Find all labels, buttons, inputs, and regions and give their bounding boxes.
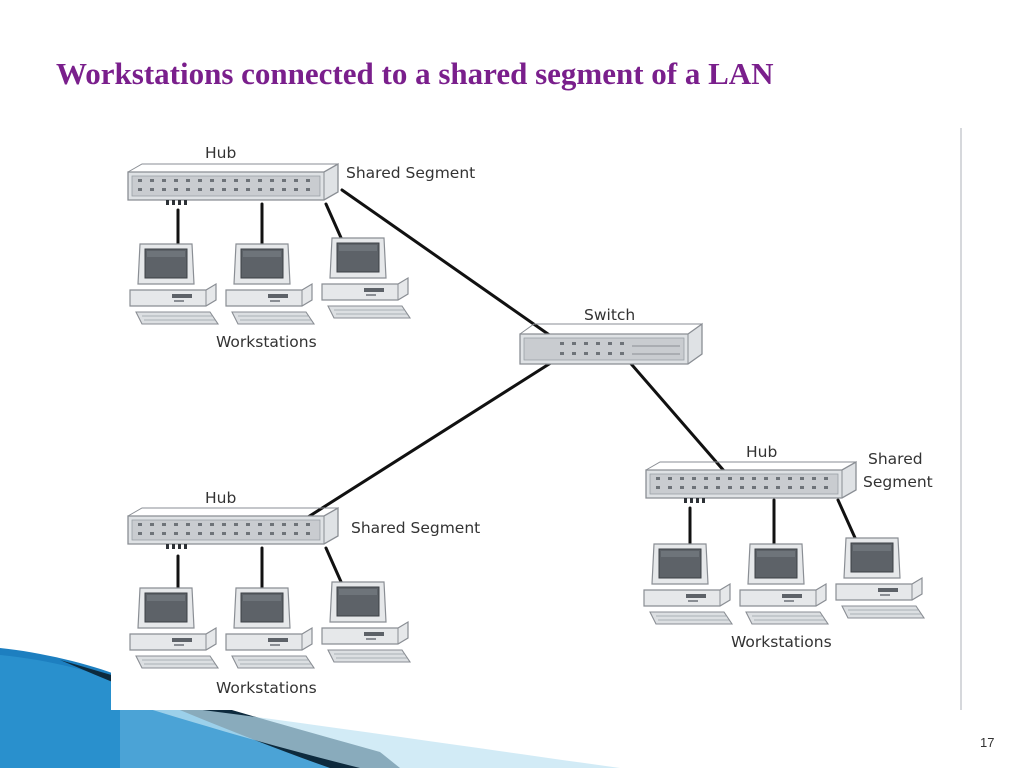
hub-label-top-left: Hub: [205, 144, 236, 162]
cable-top-hub-ws3: [324, 202, 344, 242]
workstations-label-right: Workstations: [731, 633, 832, 651]
cable-switch-to-right-hub: [624, 356, 740, 489]
hub-label-bottom-left: Hub: [205, 489, 236, 507]
segment-label-top-left: Shared Segment: [346, 164, 475, 182]
segment-label-bottom-left: Shared Segment: [351, 519, 480, 537]
cable-bottom-hub-ws3: [324, 546, 344, 586]
cable-switch-to-bottom-hub: [284, 350, 570, 533]
workstations-label-bottom-left: Workstations: [216, 679, 317, 697]
cable-right-hub-ws3: [836, 498, 858, 542]
switch-label: Switch: [584, 306, 635, 324]
workstations-label-top-left: Workstations: [216, 333, 317, 351]
page-number: 17: [980, 735, 995, 750]
network-cables: [176, 188, 858, 590]
switch-device: [519, 322, 703, 365]
segment-label-right-line2: Segment: [863, 473, 933, 491]
cable-switch-to-top-hub: [340, 188, 570, 350]
hub-label-right: Hub: [746, 443, 777, 461]
segment-label-right-line1: Shared: [868, 450, 923, 468]
slide-title: Workstations connected to a shared segme…: [56, 56, 774, 91]
